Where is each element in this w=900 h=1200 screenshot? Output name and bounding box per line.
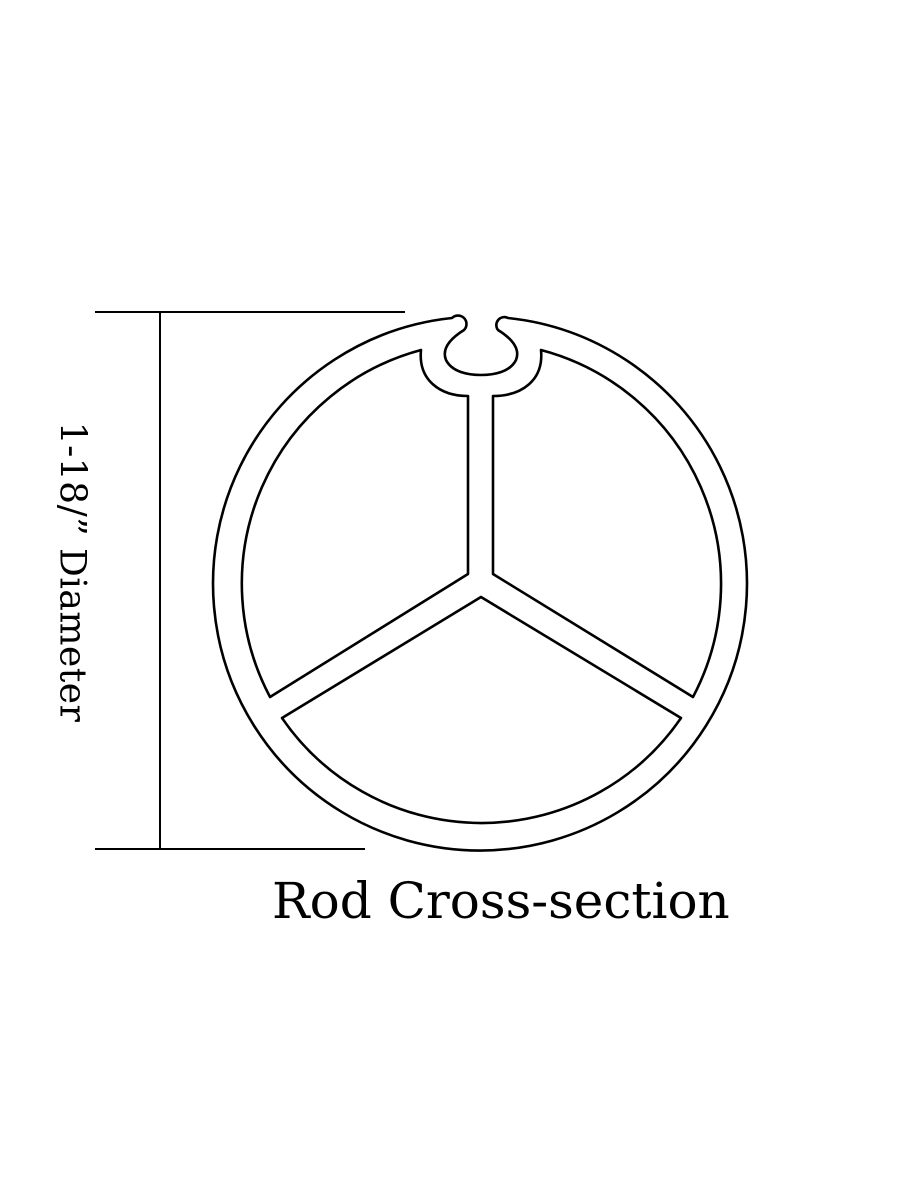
rod-profile [211, 314, 749, 852]
chamber-upper-right [491, 348, 723, 699]
diameter-label: 1-18/” Diameter [51, 421, 93, 723]
rod-outer-wall [211, 314, 749, 852]
chamber-upper-left [240, 348, 470, 699]
diagram-caption: Rod Cross-section [272, 872, 730, 930]
chamber-bottom [280, 595, 683, 825]
diameter-dimension [95, 311, 405, 850]
